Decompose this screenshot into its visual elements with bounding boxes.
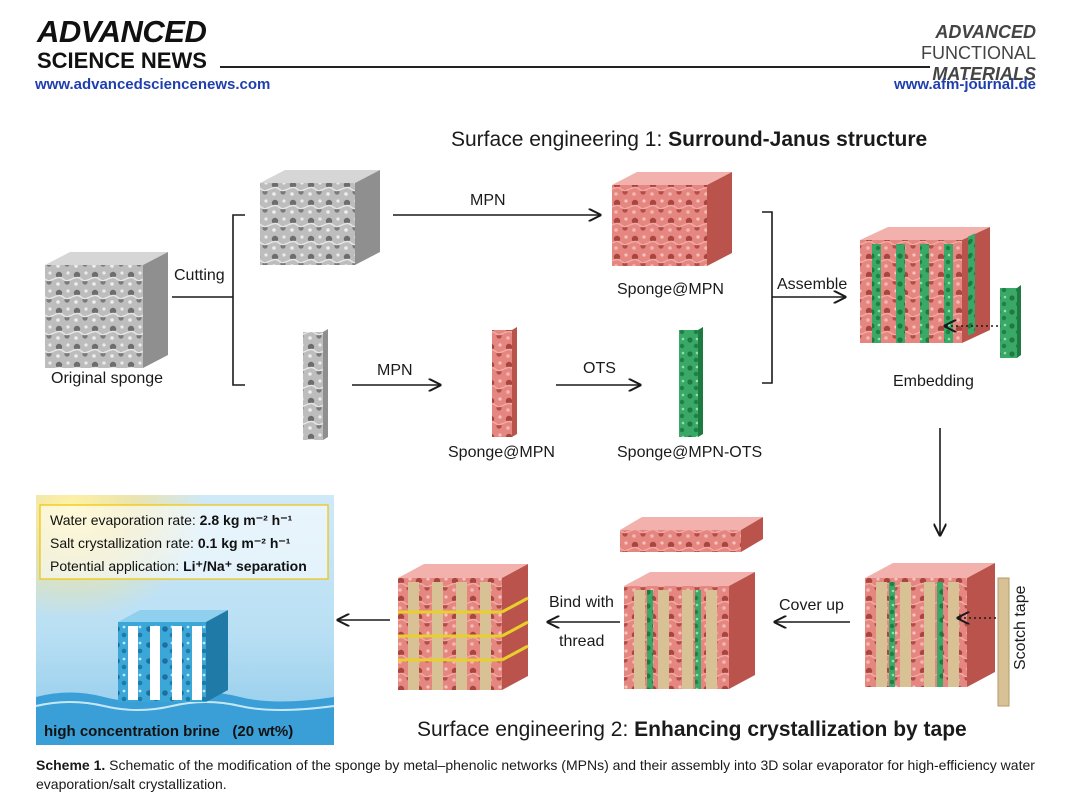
green-stick: [679, 327, 703, 437]
result-panel: [35, 495, 335, 745]
embedding-cube: [860, 227, 990, 343]
evaporation-rate-unit: kg m⁻² h⁻¹: [223, 512, 293, 528]
scheme-title-2-bold: Enhancing crystallization by tape: [634, 718, 967, 741]
gray-block-top: [260, 170, 380, 265]
scotch-tape-strip: [997, 577, 1010, 707]
journal-url-link[interactable]: www.afm-journal.de: [894, 76, 1036, 93]
journal-logo-line3: MATERIALS: [932, 64, 1036, 84]
label-mpn-top: MPN: [470, 192, 506, 209]
application-line: Potential application: Li⁺/Na⁺ separatio…: [50, 558, 307, 575]
label-ots: OTS: [583, 360, 616, 377]
label-sponge-mpn-top: Sponge@MPN: [617, 281, 724, 298]
evaporation-rate-label: Water evaporation rate:: [50, 512, 196, 528]
covered-cube: [620, 517, 763, 689]
application-value: Li⁺/Na⁺ separation: [183, 558, 307, 574]
salt-rate-unit: kg m⁻² h⁻¹: [221, 535, 291, 551]
caption-text: Schematic of the modification of the spo…: [36, 757, 1035, 792]
brine-line: high concentration brine (20 wt%): [44, 723, 293, 740]
figure-caption: Scheme 1. Schematic of the modification …: [36, 756, 1046, 794]
journal-logo-line2: FUNCTIONAL: [920, 43, 1036, 63]
publisher-logo-line1: ADVANCED: [37, 14, 207, 49]
brine-label: high concentration brine: [44, 723, 220, 740]
embedding-stick: [1000, 285, 1021, 358]
caption-label: Scheme 1.: [36, 757, 106, 773]
brine-value: (20 wt%): [232, 723, 294, 740]
scheme-title-2: Surface engineering 2: Enhancing crystal…: [417, 718, 967, 742]
label-sponge-mpn-ots: Sponge@MPN-OTS: [617, 444, 763, 461]
publisher-logo: ADVANCED SCIENCE NEWS: [37, 14, 207, 74]
scheme-title-1: Surface engineering 1: Surround-Janus st…: [451, 128, 927, 152]
scheme-title-1-bold: Surround-Janus structure: [668, 128, 928, 151]
bound-cube: [398, 564, 529, 690]
journal-logo-line1: ADVANCED: [935, 22, 1036, 42]
application-label: Potential application:: [50, 558, 180, 574]
scheme-title-2-prefix: Surface engineering 2:: [417, 718, 635, 741]
evaporation-rate-line: Water evaporation rate: 2.8 kg m⁻² h⁻¹: [50, 512, 292, 529]
label-sponge-mpn-mid: Sponge@MPN: [448, 444, 555, 461]
pink-block-top: [612, 172, 732, 266]
label-cover-up: Cover up: [779, 597, 844, 614]
label-bind-with: Bind with: [549, 594, 614, 611]
taped-cube: [865, 563, 995, 687]
label-assemble: Assemble: [777, 276, 848, 293]
gray-stick: [303, 329, 328, 440]
brine-water: [36, 692, 334, 745]
label-embedding: Embedding: [893, 373, 974, 390]
salt-rate-line: Salt crystallization rate: 0.1 kg m⁻² h⁻…: [50, 535, 290, 552]
salt-rate-value: 0.1: [197, 535, 218, 551]
publisher-logo-line2: SCIENCE NEWS: [37, 48, 207, 73]
label-original-sponge: Original sponge: [51, 370, 164, 387]
journal-logo: ADVANCED FUNCTIONAL MATERIALS: [921, 22, 1036, 85]
label-scotch-tape: Scotch tape: [1012, 585, 1029, 671]
right-bracket: [762, 211, 773, 384]
label-thread: thread: [559, 633, 605, 650]
pink-stick: [492, 327, 517, 437]
evaporation-rate-value: 2.8: [199, 512, 220, 528]
salt-rate-label: Salt crystallization rate:: [50, 535, 194, 551]
header-rule: [220, 66, 930, 68]
scheme-title-1-prefix: Surface engineering 1:: [451, 128, 669, 151]
original-sponge-cube: [45, 252, 168, 368]
result-info-box: [39, 504, 329, 580]
publisher-url-link[interactable]: www.advancedsciencenews.com: [35, 76, 271, 93]
label-cutting: Cutting: [174, 267, 225, 284]
label-mpn-mid: MPN: [377, 362, 413, 379]
left-bracket: [232, 214, 245, 386]
